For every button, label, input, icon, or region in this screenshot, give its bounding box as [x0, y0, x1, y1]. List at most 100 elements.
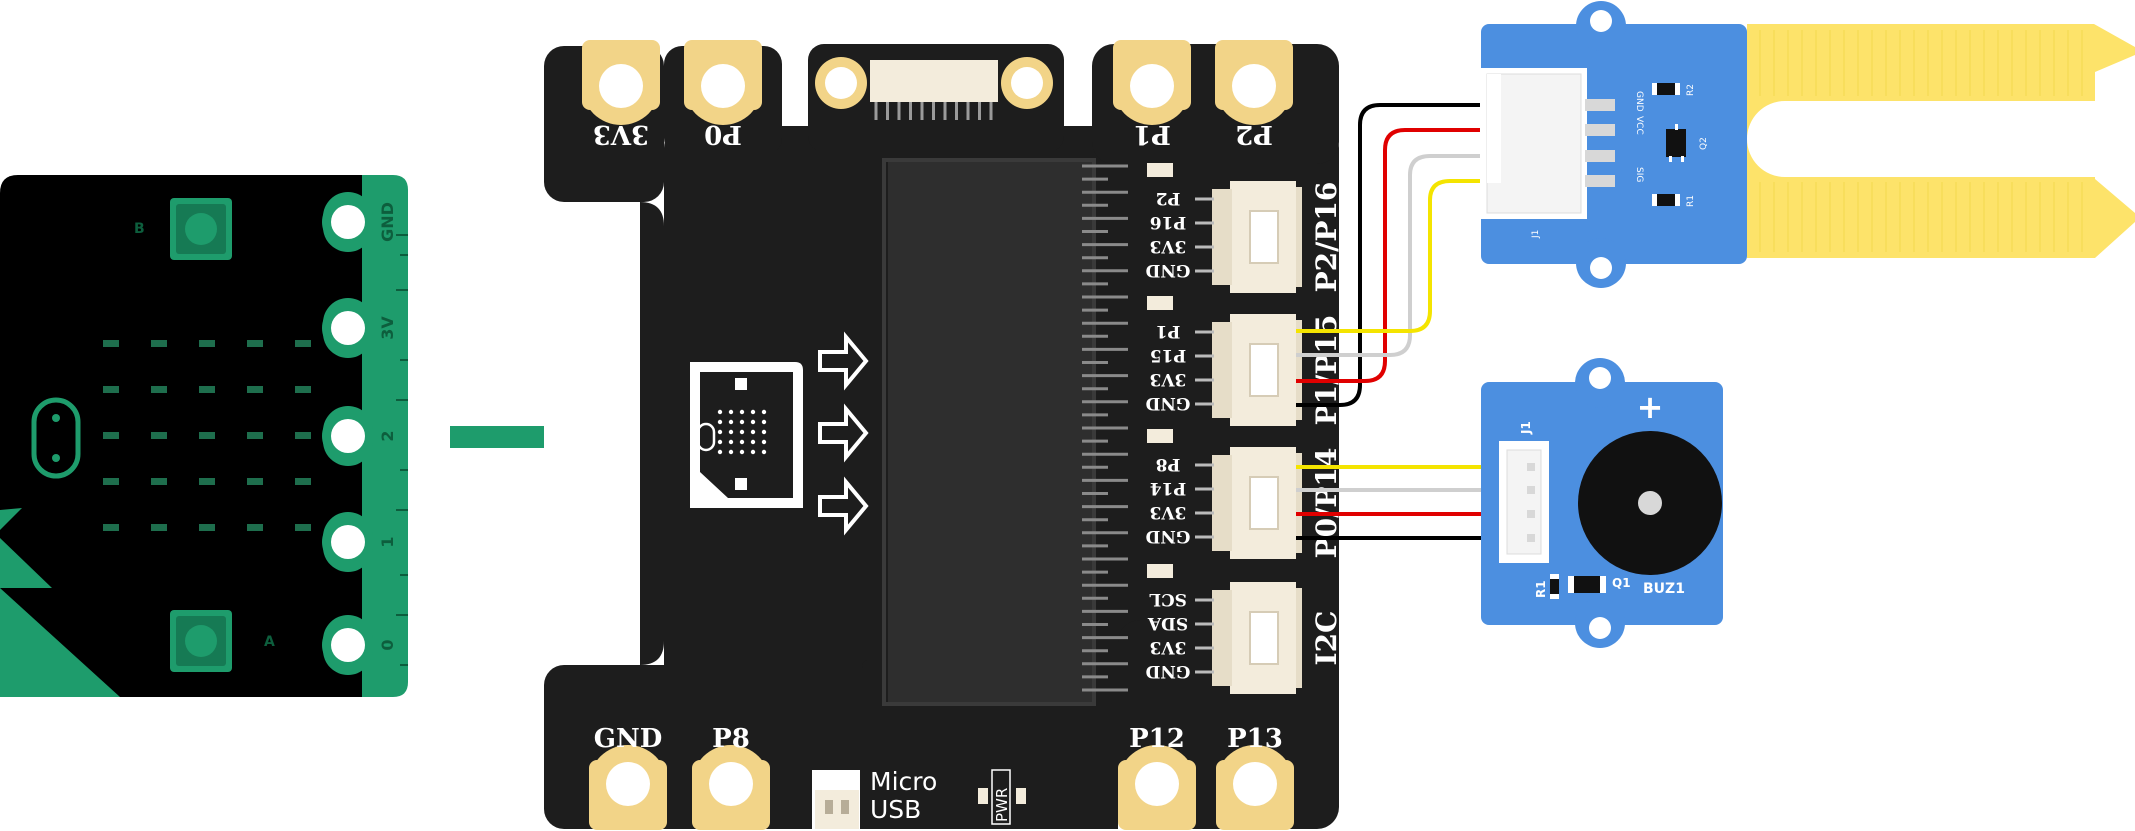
pin-label: 3V3 — [1150, 369, 1187, 389]
led — [103, 340, 119, 347]
pad-p1: P1 — [1113, 40, 1191, 149]
led-matrix — [103, 340, 311, 531]
pad-p8: P8 — [692, 724, 770, 830]
sensor-cable — [1296, 103, 1480, 407]
button-a[interactable]: A — [170, 610, 275, 672]
connector-label: P0/P14 — [1310, 448, 1343, 559]
pin-label: 3V3 — [1150, 637, 1187, 657]
micro-usb-label-line1: Micro — [870, 767, 937, 796]
pin-label: 3V3 — [1150, 236, 1187, 256]
led — [103, 386, 119, 393]
pad-p13: P13 — [1216, 724, 1294, 830]
pad-label: P8 — [712, 724, 750, 754]
connector-label: I2C — [1310, 611, 1343, 666]
buzzer-pin — [1527, 486, 1535, 494]
pad-label: P1 — [1133, 119, 1171, 149]
led — [247, 478, 263, 485]
edge-pad-0: 0 — [322, 615, 397, 675]
buzzer-plus-label: + — [1637, 388, 1664, 426]
r2-label: R2 — [1686, 84, 1696, 96]
microbit-insert-icon — [690, 362, 803, 508]
fpc-connector — [815, 57, 1053, 120]
led — [295, 478, 311, 485]
pin-label: P14 — [1150, 478, 1187, 498]
edge-pad-2: 2 — [322, 406, 397, 466]
pin-label: P15 — [1150, 345, 1186, 365]
q2-label: Q2 — [1699, 137, 1709, 150]
edge-label: 1 — [378, 536, 397, 547]
sensor-pin — [1585, 150, 1615, 162]
edge-connector: GND 3V 2 1 0 — [322, 192, 397, 675]
sensor-pin — [1585, 175, 1615, 187]
button-b[interactable]: B — [134, 198, 232, 260]
moisture-probe-icon — [1747, 24, 2135, 258]
pin-label: SDA — [1147, 613, 1188, 633]
pad-gnd: GND — [589, 724, 667, 830]
pwr-label: PWR — [993, 788, 1011, 822]
micro-usb-port[interactable] — [815, 790, 859, 829]
edge-label: 0 — [378, 639, 397, 650]
led — [103, 432, 119, 439]
sensor-j1-label: J1 — [1531, 230, 1541, 239]
led — [199, 432, 215, 439]
pad-3v3: 3V3 — [582, 40, 660, 149]
led — [151, 478, 167, 485]
pad-p2: P2 — [1215, 40, 1293, 149]
buzzer-module: + J1 R1 Q1 BUZ1 — [1481, 358, 1723, 648]
corner-artwork-lower — [0, 588, 120, 697]
edge-pad-3v: 3V — [322, 298, 397, 358]
led — [247, 432, 263, 439]
led — [151, 524, 167, 531]
r1-label: R1 — [1686, 195, 1696, 207]
led — [151, 432, 167, 439]
buzzer-q1-label: Q1 — [1612, 576, 1631, 590]
sensor-pin — [1585, 124, 1615, 136]
led — [199, 340, 215, 347]
pin-label: P16 — [1150, 212, 1186, 232]
led — [151, 340, 167, 347]
power-led: PWR — [978, 769, 1026, 825]
led — [247, 340, 263, 347]
edge-label: 2 — [378, 430, 397, 441]
pin-label: GND — [1145, 393, 1190, 413]
buzzer-pin — [1527, 510, 1535, 518]
corner-artwork-upper — [0, 508, 22, 530]
led — [295, 432, 311, 439]
sensor-pin-label: SIG — [1634, 167, 1644, 182]
led — [199, 478, 215, 485]
pad-label: P13 — [1227, 724, 1283, 754]
led — [295, 340, 311, 347]
pad-label: P12 — [1129, 724, 1185, 754]
pin-label: GND — [1145, 526, 1190, 546]
buzzer-pin — [1527, 534, 1535, 542]
button-a-label: A — [264, 634, 275, 650]
pin-label: GND — [1145, 661, 1190, 681]
led — [103, 478, 119, 485]
led — [247, 386, 263, 393]
pin-label: SCL — [1149, 589, 1187, 609]
pad-label: P2 — [1235, 119, 1273, 149]
edge-label: GND — [378, 202, 397, 242]
micro-usb-label-line2: USB — [870, 795, 921, 824]
edge-pad-gnd: GND — [322, 192, 397, 252]
connector-label: P2/P16 — [1310, 182, 1343, 293]
microbit-board: GND 3V 2 1 0 B A — [0, 175, 408, 697]
pad-label: 3V3 — [593, 119, 649, 149]
pin-label: 3V3 — [1150, 502, 1187, 522]
led — [247, 524, 263, 531]
edge-pad-1: 1 — [322, 512, 397, 572]
pin-label: P1 — [1156, 321, 1181, 341]
pin-label: GND — [1145, 260, 1190, 280]
edge-connector-slot — [882, 158, 1128, 706]
arrow-icons — [818, 331, 869, 536]
sensor-pin-label: VCC — [1634, 116, 1644, 135]
led — [151, 386, 167, 393]
pin-label: P8 — [1156, 454, 1181, 474]
pad-label: GND — [594, 724, 663, 754]
